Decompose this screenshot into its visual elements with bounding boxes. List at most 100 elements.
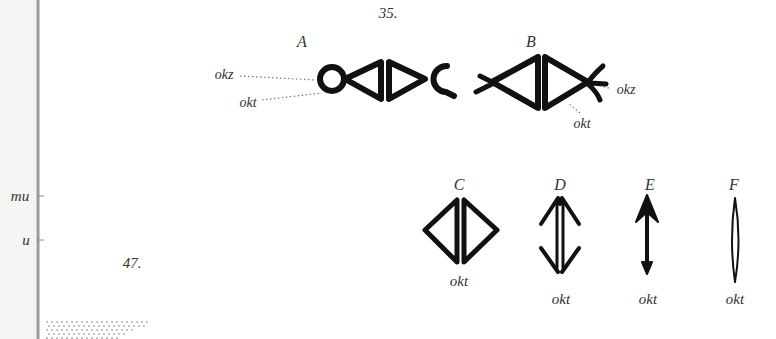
okz-ring [433, 66, 454, 96]
stipple-dot [93, 325, 95, 327]
stipple-dot [96, 337, 98, 339]
panel-letter: A [297, 34, 307, 50]
part-label: okt [552, 292, 570, 307]
leader-line [262, 93, 322, 100]
stipple-dot [61, 321, 63, 323]
stipple-dot [103, 333, 105, 335]
stipple-dot [56, 329, 58, 331]
okz-process [588, 66, 606, 100]
page-margin [0, 0, 36, 339]
panel-letter: F [729, 177, 739, 193]
stipple-dot [131, 329, 133, 331]
stipple-dot [68, 333, 70, 335]
stipple-dot [101, 329, 103, 331]
stipple-dot [116, 321, 118, 323]
stipple-dot [76, 329, 78, 331]
stipple-dot [143, 325, 145, 327]
stipple-dot [91, 337, 93, 339]
stipple-dot [101, 321, 103, 323]
stipple-dot [68, 325, 70, 327]
margin-label: u [22, 233, 30, 248]
stipple-dot [56, 321, 58, 323]
stipple-dot [113, 325, 115, 327]
leader-line [600, 86, 609, 88]
stipple-dot [121, 329, 123, 331]
stipple-dot [101, 337, 103, 339]
figure-number: 47. [123, 256, 142, 271]
part-label: okz [617, 83, 636, 97]
stipple-dot [51, 337, 53, 339]
stipple-dot [113, 333, 115, 335]
stipple-dot [78, 325, 80, 327]
stipple-dot [66, 329, 68, 331]
arrow-head [541, 198, 579, 224]
stipple-dot [111, 321, 113, 323]
part-label: okt [639, 292, 657, 307]
stipple-dot [103, 325, 105, 327]
stipple-dot [93, 333, 95, 335]
okt-rod [645, 206, 649, 266]
stipple-dot [126, 321, 128, 323]
stipple-dot [58, 325, 60, 327]
stipple-dot [108, 333, 110, 335]
stipple-dot [131, 321, 133, 323]
stipple-dot [141, 321, 143, 323]
stipple-dot [106, 329, 108, 331]
okt-triangle [464, 200, 497, 262]
stipple-dot [48, 333, 50, 335]
panel-letter: C [454, 177, 465, 193]
panel-letter: E [645, 177, 655, 193]
stipple-dot [116, 329, 118, 331]
stipple-dot [106, 321, 108, 323]
stipple-dot [81, 321, 83, 323]
tick-mark [38, 240, 44, 241]
stipple-dot [51, 321, 53, 323]
stipple-dot [133, 325, 135, 327]
stipple-dot [46, 321, 48, 323]
plate-edge [37, 0, 40, 339]
arrow-head [642, 262, 652, 274]
stipple-dot [81, 329, 83, 331]
stipple-dot [71, 329, 73, 331]
stipple-dot [88, 333, 90, 335]
stipple-dot [121, 321, 123, 323]
stipple-dot [98, 333, 100, 335]
stipple-dot [96, 321, 98, 323]
stipple-dot [136, 321, 138, 323]
stipple-dot [78, 333, 80, 335]
margin-label: mu [11, 189, 29, 204]
stipple-dot [123, 333, 125, 335]
stipple-dot [46, 329, 48, 331]
stipple-dot [118, 333, 120, 335]
stipple-dot [83, 333, 85, 335]
tick-mark [38, 196, 44, 197]
leader-line [568, 103, 580, 113]
stipple-dot [61, 337, 63, 339]
leader-line [240, 76, 316, 80]
okt-rod [557, 202, 563, 268]
stipple-dot [76, 321, 78, 323]
stipple-dot [66, 337, 68, 339]
stipple-dot [106, 337, 108, 339]
okt-triangle [345, 62, 381, 99]
stipple-dot [116, 337, 118, 339]
okt-triangle [545, 57, 588, 108]
part-label: okt [726, 292, 744, 307]
stipple-dot [86, 321, 88, 323]
okt-triangle [389, 62, 425, 99]
stipple-dot [73, 333, 75, 335]
stipple-dot [73, 325, 75, 327]
stipple-dot [76, 337, 78, 339]
stipple-dot [46, 337, 48, 339]
arrow-head [636, 195, 658, 222]
panel-letter: B [526, 34, 536, 50]
stipple-dot [118, 325, 120, 327]
stipple-dot [86, 329, 88, 331]
okt-spindle [732, 198, 739, 282]
stipple-dot [58, 333, 60, 335]
part-label: okt [573, 117, 590, 131]
figure-number: 35. [379, 6, 398, 21]
stippled-figure [46, 321, 148, 339]
okz-process [476, 76, 492, 92]
